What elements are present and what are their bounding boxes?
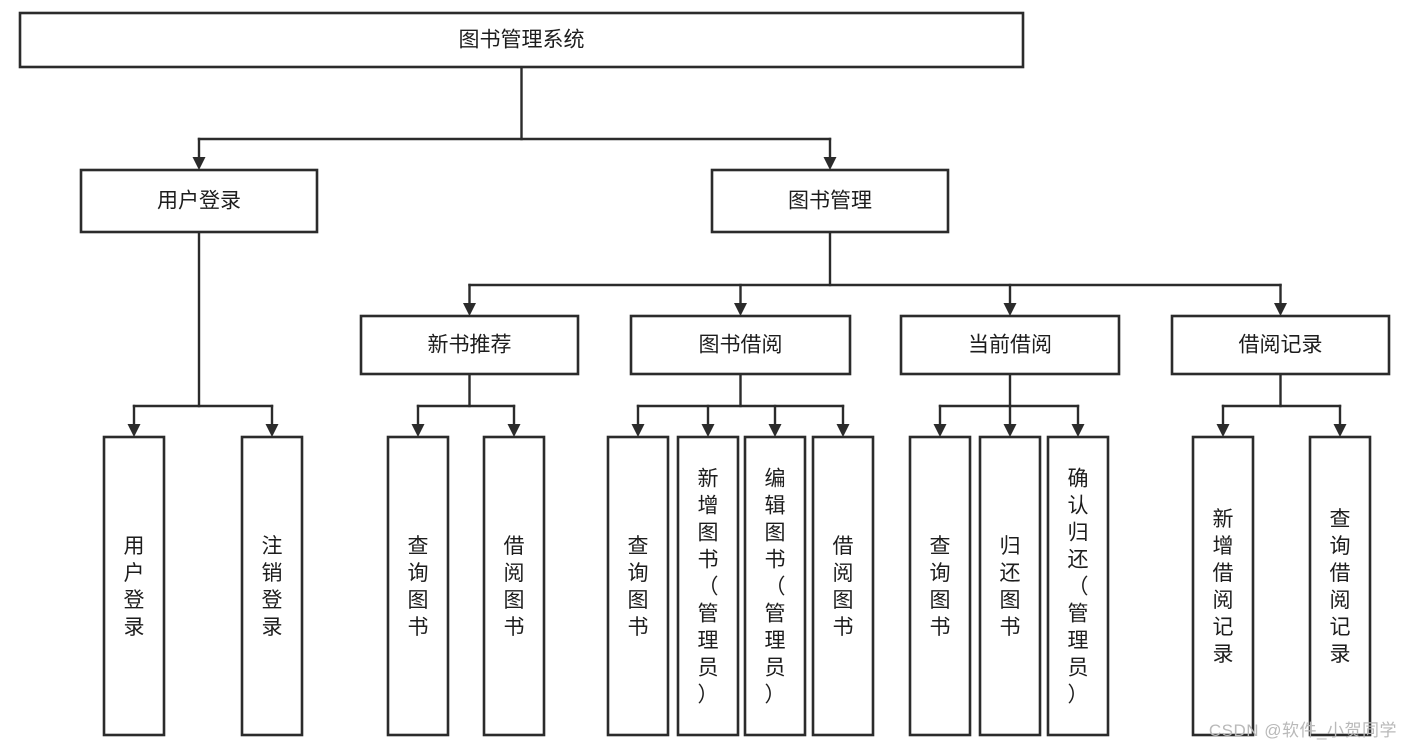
- node-n-current-borrow[interactable]: 当前借阅: [899, 314, 1121, 376]
- node-label: 查询图书: [930, 535, 951, 639]
- node-box: [908, 435, 972, 737]
- node-l-edit-book[interactable]: 编辑图书（管理员）: [743, 435, 807, 737]
- arrow-head-icon: [507, 424, 521, 437]
- node-label: 注销登录: [262, 535, 283, 639]
- node-label: 借阅记录: [1239, 334, 1323, 357]
- edges-layer: [127, 65, 1347, 437]
- arrow-head-icon: [1003, 303, 1017, 316]
- node-box: [743, 435, 807, 737]
- node-box: [482, 435, 546, 737]
- arrow-head-icon: [1003, 424, 1017, 437]
- node-l-add-book[interactable]: 新增图书（管理员）: [676, 435, 740, 737]
- node-label: 当前借阅: [968, 334, 1052, 357]
- node-box: [240, 435, 304, 737]
- node-n-book-borrow[interactable]: 图书借阅: [629, 314, 852, 376]
- node-box: [629, 314, 852, 376]
- arrow-head-icon: [768, 424, 782, 437]
- node-label: 查询图书: [628, 535, 649, 639]
- node-box: [606, 435, 670, 737]
- arrow-head-icon: [823, 157, 837, 170]
- node-box: [1191, 435, 1255, 737]
- node-box: [1046, 435, 1110, 737]
- node-box: [359, 314, 580, 376]
- node-n-borrow-record[interactable]: 借阅记录: [1170, 314, 1391, 376]
- node-l-query-book-2[interactable]: 查询图书: [606, 435, 670, 737]
- arrow-head-icon: [701, 424, 715, 437]
- node-label: 编辑图书（管理员）: [765, 468, 786, 707]
- node-l-add-record[interactable]: 新增借阅记录: [1191, 435, 1255, 737]
- arrow-head-icon: [411, 424, 425, 437]
- node-n-user-login[interactable]: 用户登录: [79, 168, 319, 234]
- arrow-head-icon: [1216, 424, 1230, 437]
- node-box: [79, 168, 319, 234]
- node-label: 图书管理: [788, 190, 872, 213]
- node-label: 图书管理系统: [459, 29, 585, 52]
- arrow-head-icon: [265, 424, 279, 437]
- node-box: [1308, 435, 1372, 737]
- node-label: 新增图书（管理员）: [698, 468, 719, 707]
- node-label: 新增借阅记录: [1213, 508, 1234, 666]
- arrow-head-icon: [933, 424, 947, 437]
- node-label: 图书借阅: [699, 334, 783, 357]
- node-box: [386, 435, 450, 737]
- node-label: 借阅图书: [833, 535, 854, 639]
- node-l-borrow-book-2[interactable]: 借阅图书: [811, 435, 875, 737]
- arrow-head-icon: [127, 424, 141, 437]
- node-label: 新书推荐: [428, 334, 512, 357]
- arrow-head-icon: [734, 303, 747, 316]
- node-label: 确认归还（管理员）: [1068, 468, 1089, 707]
- node-label: 借阅图书: [504, 535, 525, 639]
- node-l-query-record[interactable]: 查询借阅记录: [1308, 435, 1372, 737]
- arrow-head-icon: [1071, 424, 1085, 437]
- node-label: 用户登录: [157, 190, 241, 213]
- node-box: [710, 168, 950, 234]
- node-l-borrow-book-1[interactable]: 借阅图书: [482, 435, 546, 737]
- node-l-return-book[interactable]: 归还图书: [978, 435, 1042, 737]
- node-box: [899, 314, 1121, 376]
- node-l-logout[interactable]: 注销登录: [240, 435, 304, 737]
- node-root[interactable]: 图书管理系统: [18, 11, 1025, 69]
- arrow-head-icon: [192, 157, 206, 170]
- node-label: 查询图书: [408, 535, 429, 639]
- csdn-watermark: CSDN @软件_小贺同学: [1208, 721, 1397, 740]
- node-l-query-book-3[interactable]: 查询图书: [908, 435, 972, 737]
- node-l-query-book-1[interactable]: 查询图书: [386, 435, 450, 737]
- arrow-head-icon: [463, 303, 476, 316]
- node-label: 查询借阅记录: [1330, 508, 1351, 666]
- node-box: [978, 435, 1042, 737]
- node-box: [1170, 314, 1391, 376]
- arrow-head-icon: [631, 424, 645, 437]
- nodes-layer: 图书管理系统用户登录图书管理新书推荐图书借阅当前借阅借阅记录用户登录注销登录查询…: [18, 11, 1391, 737]
- node-box: [676, 435, 740, 737]
- node-n-book-mgmt[interactable]: 图书管理: [710, 168, 950, 234]
- arrow-head-icon: [1333, 424, 1347, 437]
- node-label: 归还图书: [1000, 535, 1021, 639]
- arrow-head-icon: [1274, 303, 1287, 316]
- node-box: [102, 435, 166, 737]
- node-box: [811, 435, 875, 737]
- node-l-user-login[interactable]: 用户登录: [102, 435, 166, 737]
- node-l-confirm-return[interactable]: 确认归还（管理员）: [1046, 435, 1110, 737]
- node-box: [18, 11, 1025, 69]
- node-label: 用户登录: [124, 535, 145, 639]
- node-n-new-book-rec[interactable]: 新书推荐: [359, 314, 580, 376]
- arrow-head-icon: [836, 424, 850, 437]
